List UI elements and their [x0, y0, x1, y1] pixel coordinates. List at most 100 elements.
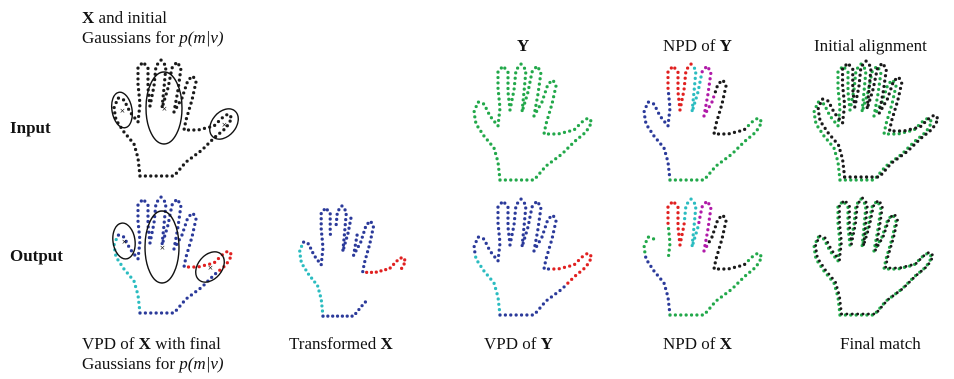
hand-point	[851, 67, 855, 71]
hand-point	[585, 128, 589, 132]
hand-point	[853, 175, 858, 179]
hand-point	[646, 125, 650, 129]
hand-point	[874, 72, 878, 76]
hand-point	[170, 311, 174, 315]
hand-point	[665, 157, 669, 161]
hand-point	[823, 126, 827, 130]
hand-point	[899, 154, 904, 158]
hand-point	[839, 247, 843, 251]
hand-point	[748, 135, 752, 139]
hand-point	[840, 121, 845, 125]
hand-point	[562, 130, 567, 134]
hand-point	[335, 212, 339, 216]
hand-point	[532, 114, 536, 118]
hand-point	[750, 255, 754, 259]
row-label-input: Input	[10, 118, 51, 137]
hand-point	[362, 230, 366, 234]
hand-point	[707, 87, 711, 92]
hand-point	[705, 233, 709, 237]
hand-point	[719, 160, 724, 164]
hand-point	[825, 138, 829, 142]
hand-point	[532, 249, 536, 253]
hand-point	[846, 70, 850, 74]
hand-point	[838, 253, 842, 256]
hand-point	[522, 227, 526, 232]
hand-point	[676, 92, 680, 96]
hand-point	[529, 75, 533, 79]
hand-point	[666, 221, 670, 225]
hand-point	[497, 118, 501, 123]
hand-point	[700, 70, 704, 74]
hand-point	[870, 175, 874, 179]
hand-point	[840, 154, 844, 158]
hand-point	[743, 262, 747, 266]
hand-point	[170, 66, 174, 70]
hand-point	[706, 93, 710, 97]
hand-point	[857, 200, 861, 204]
hand-point	[818, 117, 822, 121]
hand-point	[229, 252, 233, 256]
hand-point	[522, 66, 527, 70]
hand-point	[588, 123, 592, 127]
hand-point	[836, 92, 841, 96]
hand-point	[170, 203, 174, 207]
hand-point	[541, 167, 545, 171]
hand-point	[859, 178, 864, 182]
hand-point	[228, 119, 232, 123]
hand-point	[580, 255, 584, 259]
hand-point	[147, 93, 151, 97]
hand-point	[732, 150, 736, 154]
hand-point	[880, 305, 883, 309]
hand-point	[667, 173, 672, 177]
hand-point	[187, 243, 192, 247]
hand-point	[723, 224, 727, 229]
hand-point	[535, 244, 539, 248]
hand-point	[692, 227, 696, 232]
hand-point	[183, 223, 187, 227]
hand-point	[693, 76, 697, 80]
hand-point	[136, 208, 140, 213]
hand-point	[667, 167, 671, 171]
hand-point	[691, 98, 695, 102]
hand-point	[328, 217, 332, 221]
hand-point	[893, 266, 897, 270]
hand-point	[872, 114, 876, 118]
hand-point	[884, 265, 888, 269]
hand-point	[835, 157, 839, 161]
hand-point	[718, 80, 722, 85]
hand-point	[740, 142, 744, 146]
hand-point	[666, 75, 670, 80]
hand-point	[552, 132, 556, 136]
hand-point	[840, 78, 845, 82]
hand-point	[121, 235, 126, 239]
hand-point	[704, 66, 708, 70]
hand-point	[812, 109, 816, 114]
hand-point	[496, 205, 500, 209]
hand-point	[365, 250, 370, 254]
hand-point	[508, 243, 512, 247]
hand-point	[683, 211, 687, 215]
hand-point	[487, 111, 491, 115]
hand-point	[162, 88, 166, 93]
hand-point	[340, 314, 344, 318]
hand-points	[472, 62, 593, 182]
hand-point	[147, 230, 151, 234]
hand-point	[693, 217, 697, 221]
hand-point	[316, 284, 320, 288]
hand-point	[137, 109, 141, 113]
hand-point	[678, 243, 682, 247]
hand-point	[190, 96, 195, 100]
hand-point	[133, 284, 138, 289]
hand-point	[707, 82, 711, 86]
hand-point	[516, 201, 520, 205]
hand-point	[354, 249, 358, 253]
hand-point	[549, 160, 554, 164]
hand-point	[357, 307, 361, 312]
hand-point	[868, 98, 872, 102]
hand-point	[484, 241, 488, 245]
hand-point	[691, 238, 695, 242]
hand-point	[136, 71, 140, 76]
hand-point	[116, 96, 121, 100]
hand-point	[859, 68, 863, 72]
hand-point	[154, 174, 158, 178]
